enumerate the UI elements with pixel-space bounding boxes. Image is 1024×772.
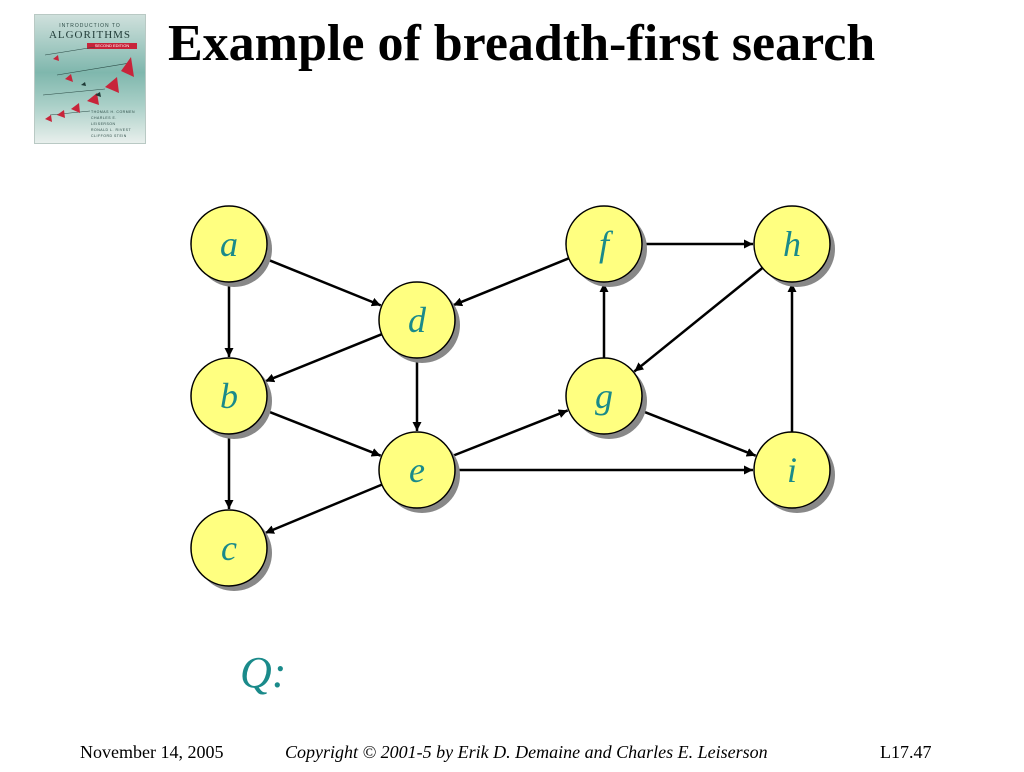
- edge-g-i: [638, 408, 757, 457]
- mobile-sculpture-graphic: [42, 46, 134, 122]
- node-label: a: [220, 224, 238, 264]
- book-series-text: INTRODUCTION TO: [59, 23, 121, 29]
- node-circle: [190, 509, 268, 587]
- edges-layer: [224, 239, 797, 535]
- book-edition-band: SECOND EDITION: [87, 43, 137, 49]
- node-c: c: [190, 509, 272, 591]
- book-author: CHARLES E. LEISERSON: [91, 116, 117, 126]
- node-circle: [378, 431, 456, 509]
- node-circle: [753, 205, 831, 283]
- footer-date: November 14, 2005: [80, 742, 224, 762]
- node-label: b: [220, 376, 238, 416]
- node-label: i: [787, 450, 797, 490]
- footer-slide-number: L17.47: [880, 742, 932, 762]
- edge-d-b: [264, 333, 383, 383]
- edge-a-d: [263, 257, 382, 307]
- book-title-text: ALGORITHMS: [48, 29, 132, 41]
- edge-e-c: [264, 483, 383, 535]
- node-label: c: [221, 528, 237, 568]
- node-circle: [565, 357, 643, 435]
- footer-copyright: Copyright © 2001-5 by Erik D. Demaine an…: [285, 742, 768, 762]
- node-circle: [190, 357, 268, 435]
- node-i: i: [753, 431, 835, 513]
- node-h: h: [753, 205, 835, 287]
- book-cover-image: INTRODUCTION TO ALGORITHMS SECOND EDITIO…: [34, 14, 146, 144]
- book-author: THOMAS H. CORMEN: [91, 110, 135, 114]
- edge-h-g: [633, 266, 764, 373]
- node-label: e: [409, 450, 425, 490]
- node-f: f: [565, 205, 647, 287]
- book-edition-text: SECOND EDITION: [94, 43, 130, 48]
- node-circle: [378, 281, 456, 359]
- node-a: a: [190, 205, 272, 287]
- node-g: g: [565, 357, 647, 439]
- node-label: d: [408, 300, 427, 340]
- edge-e-g: [451, 409, 569, 458]
- node-e: e: [378, 431, 460, 513]
- book-author: RONALD L. RIVEST: [91, 128, 132, 132]
- nodes-layer: a b c d e f g h i: [190, 205, 835, 591]
- book-authors: THOMAS H. CORMEN CHARLES E. LEISERSON RO…: [91, 109, 141, 139]
- edge-b-e: [263, 408, 382, 457]
- node-b: b: [190, 357, 272, 439]
- book-author: CLIFFORD STEIN: [91, 134, 127, 138]
- node-circle: [565, 205, 643, 283]
- slide-title: Example of breadth-first search: [168, 15, 876, 72]
- node-label: h: [783, 224, 801, 264]
- node-circle: [753, 431, 831, 509]
- node-d: d: [378, 281, 460, 363]
- edge-f-d: [452, 257, 570, 307]
- queue-label: Q:: [240, 648, 287, 697]
- node-label: g: [595, 376, 613, 416]
- node-circle: [190, 205, 268, 283]
